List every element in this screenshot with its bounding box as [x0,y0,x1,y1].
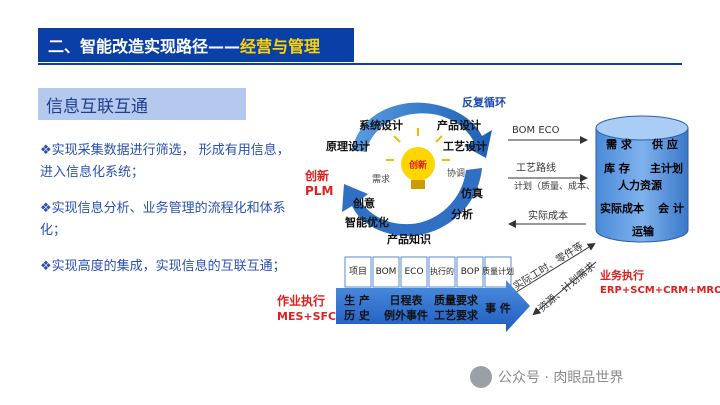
db-hr: 人力资源 [618,178,662,192]
title-divider [38,63,682,65]
arrow-events: 事 件 [485,301,511,315]
arrow-quality-req: 质量要求 [434,293,479,307]
arrow-diag-1 [509,242,596,297]
bullet-1: ❖实现采集数据进行筛选， 形成有用信息，进入信息化系统； [40,140,290,184]
mid-bom-eco: BOM ECO [512,125,560,136]
db-inventory: 库 存 [604,161,630,175]
db-accounting: 会 计 [658,201,684,215]
title-highlight: 经营与管理 [240,37,321,56]
db-actual-cost: 实际成本 [600,201,644,215]
diamond-icon: ❖ [40,259,52,274]
title-main: 二、智能改造实现路径—— [48,37,241,56]
bullet-2: ❖实现信息分析、业务管理的流程化和体系化； [40,198,290,242]
section-label: 信息互联互通 [38,88,246,120]
node-system-design: 系统设计 [359,118,403,132]
tab-execution: 执行的 [430,266,454,276]
tab-project: 项目 [349,266,367,277]
bullet-text: 实现采集数据进行筛选， 形成有用信息，进入信息化系统； [40,143,290,180]
loop-arrow-top [352,102,492,158]
node-simulation: 仿真 [461,186,483,200]
loop-title: 反复循环 [462,95,506,109]
mid-actual-cost: 实际成本 [528,209,568,222]
loop-inner-coordinate: 协调 [447,167,465,179]
node-product-design: 产品设计 [437,118,481,132]
arrow-exceptions: 例外事件 [384,308,428,322]
arrow-process-req: 工艺要求 [434,308,479,322]
erp-database [595,115,689,243]
mes-line2: MES+SFC [277,310,336,323]
plm-line1: 创新 [304,168,329,183]
tab-eco: ECO [404,267,423,277]
node-analysis: 分析 [451,207,473,221]
loop-inner-demand: 需求 [372,173,390,185]
node-creativity: 创意 [352,196,375,210]
arrow-schedule: 日程表 [390,293,424,307]
mes-tabs [344,256,512,288]
db-master-plan: 主计划 [650,161,683,175]
plm-line2: PLM [305,184,333,198]
node-principle-design: 原理设计 [326,139,370,153]
db-transport: 运输 [632,224,655,238]
node-smart-optimization: 智能优化 [345,215,389,229]
erp-line1: 业务执行 [600,268,644,282]
watermark-text: 公众号 · 肉眼品世界 [498,370,624,386]
tab-bop: BOP [461,267,480,277]
tab-bom: BOM [376,267,397,277]
erp-line2: ERP+SCM+CRM+MRO [600,285,720,296]
mes-line1: 作业执行 [277,293,325,308]
db-supply: 供 应 [651,137,678,151]
db-demand: 需 求 [606,137,633,151]
mid-plan: 计划（质量、成本、合格） [514,180,622,192]
watermark: 公众号 · 肉眼品世界 [470,366,623,388]
wechat-icon [470,366,492,388]
bulb-label: 创新 [408,159,427,171]
arrow-production: 生 产 [344,293,370,307]
bulb-icon [386,128,450,189]
arrow-history: 历 史 [344,308,371,322]
tab-quality-plan: 质量计划 [482,266,514,276]
node-product-knowledge: 产品知识 [387,232,431,246]
title-bar: 二、智能改造实现路径——经营与管理 [38,28,354,62]
mes-arrow [336,280,530,332]
node-process-design: 工艺设计 [443,139,487,153]
diamond-icon: ❖ [40,201,52,216]
bullet-3: ❖实现高度的集成，实现信息的互联互通； [40,256,290,278]
diamond-icon: ❖ [40,143,52,158]
bullet-text: 实现信息分析、业务管理的流程化和体系化； [40,201,286,238]
bullet-text: 实现高度的集成，实现信息的互联互通； [51,259,286,274]
arrow-diag-2 [532,261,597,316]
loop-arrow-bottom [342,168,482,237]
mid-route: 工艺路线 [516,161,556,174]
